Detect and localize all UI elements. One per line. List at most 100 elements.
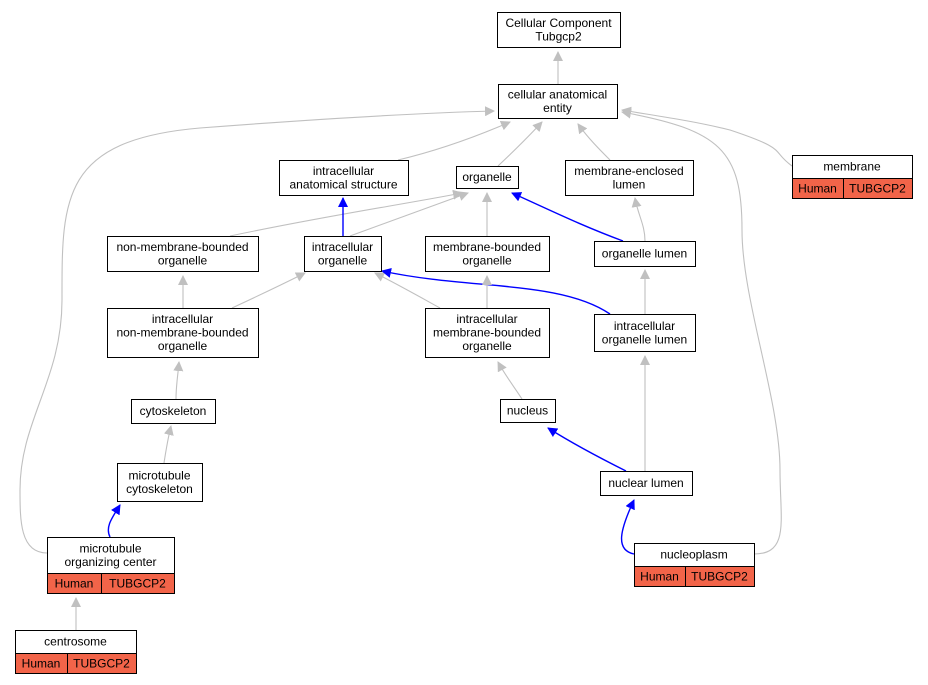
annotation-gene: TUBGCP2 [109, 577, 166, 591]
node-label-line: Cellular Component [505, 16, 612, 30]
node-label-line: organelle [462, 253, 512, 267]
annotation-row: Human TUBGCP2 [15, 653, 137, 674]
node-label-line: nuclear lumen [608, 476, 683, 490]
edge-non-membrane-bounded-organelle-to-organelle [229, 189, 463, 237]
node-box [497, 12, 621, 48]
edge-nuclear-lumen-to-nucleus [547, 427, 627, 472]
edge-microtubule-organizing-center-to-microtubule-cytoskeleton [107, 504, 121, 538]
node-label-line: cellular anatomical [508, 87, 607, 101]
node-label-line: organizing center [64, 555, 156, 569]
edge-organelle-to-cellular-anatomical-entity [497, 121, 543, 167]
node-nuclear-lumen[interactable]: nuclear lumen [600, 471, 693, 496]
node-box [117, 463, 203, 502]
edge-cytoskeleton-to-intracellular-non-membrane-bounded-organelle [173, 361, 184, 400]
edge-nucleoplasm-to-cellular-anatomical-entity [621, 108, 782, 555]
edge-intracellular-anatomical-structure-to-cellular-anatomical-entity [397, 120, 511, 161]
node-label-line: intracellular [614, 319, 675, 333]
edge-intracellular-organelle-to-organelle [349, 191, 469, 237]
annotation-species: Human [640, 570, 679, 584]
node-label-line: intracellular [313, 164, 374, 178]
node-label-line: organelle [318, 253, 368, 267]
node-box [594, 241, 696, 267]
node-label-line: organelle [462, 339, 512, 353]
node-label-line: intracellular [312, 240, 373, 254]
node-box [456, 166, 519, 189]
edge-organelle-lumen-to-membrane-enclosed-lumen [631, 197, 646, 242]
node-label-line: non-membrane-bounded [116, 240, 248, 254]
node-label-line: membrane-enclosed [574, 164, 683, 178]
node-box [565, 160, 694, 196]
node-intracellular-non-membrane-bounded-organelle[interactable]: intracellularnon-membrane-boundedorganel… [107, 308, 259, 358]
edge-membrane-enclosed-lumen-to-cellular-anatomical-entity [577, 123, 611, 161]
node-box [304, 236, 382, 272]
node-box [107, 236, 259, 272]
node-label-line: organelle [158, 339, 208, 353]
node-label-line: organelle [158, 253, 208, 267]
edge-intracellular-non-membrane-bounded-organelle-to-intracellular-organelle [231, 272, 306, 309]
node-box [107, 308, 259, 358]
edge-microtubule-cytoskeleton-to-cytoskeleton [163, 425, 174, 464]
node-box [594, 314, 696, 352]
node-label-line: membrane-bounded [433, 326, 541, 340]
node-box [425, 236, 550, 272]
node-label-line: entity [543, 101, 572, 115]
edge-nucleoplasm-to-nuclear-lumen [620, 499, 635, 555]
node-label-line: nucleus [507, 404, 548, 418]
node-label-line: lumen [613, 177, 646, 191]
node-box [498, 84, 618, 119]
node-nucleus[interactable]: nucleus [500, 399, 556, 423]
node-organelle-lumen[interactable]: organelle lumen [594, 241, 696, 267]
node-label-line: intracellular [456, 312, 517, 326]
edge-nucleus-to-intracellular-membrane-bounded-organelle [497, 361, 523, 400]
node-organelle[interactable]: organelle [456, 166, 519, 189]
annotation-box [792, 178, 913, 199]
edges-layer [19, 51, 793, 630]
node-label-line: membrane [823, 160, 881, 174]
node-label-line: Tubgcp2 [535, 29, 582, 43]
annotation-box [15, 653, 137, 674]
node-label-line: cytoskeleton [126, 482, 193, 496]
node-label-line: centrosome [44, 635, 107, 649]
edge-intracellular-organelle-lumen-to-intracellular-organelle [381, 268, 611, 315]
node-cytoskeleton[interactable]: cytoskeleton [131, 399, 216, 424]
node-label-line: organelle lumen [602, 247, 687, 261]
annotation-row: Human TUBGCP2 [47, 573, 175, 594]
edge-microtubule-organizing-center-to-cellular-anatomical-entity [19, 106, 495, 554]
node-box [600, 471, 693, 496]
node-box [131, 399, 216, 424]
edge-membrane-to-cellular-anatomical-entity [621, 106, 793, 167]
node-label-line: membrane-bounded [433, 240, 541, 254]
annotation-species: Human [22, 657, 61, 671]
edge-organelle-lumen-to-organelle [511, 192, 624, 242]
annotation-gene: TUBGCP2 [73, 657, 130, 671]
node-label-line: non-membrane-bounded [116, 326, 248, 340]
node-label-line: microtubule [128, 468, 190, 482]
annotation-species: Human [798, 182, 837, 196]
node-label-line: microtubule [79, 541, 141, 555]
node-box [279, 160, 409, 196]
node-label-line: organelle [462, 170, 512, 184]
node-label-line: cytoskeleton [140, 404, 207, 418]
annotation-species: Human [55, 577, 94, 591]
annotation-row: Human TUBGCP2 [792, 178, 913, 199]
annotation-box [47, 573, 175, 594]
annotation-box [634, 566, 755, 587]
annotation-gene: TUBGCP2 [849, 182, 906, 196]
